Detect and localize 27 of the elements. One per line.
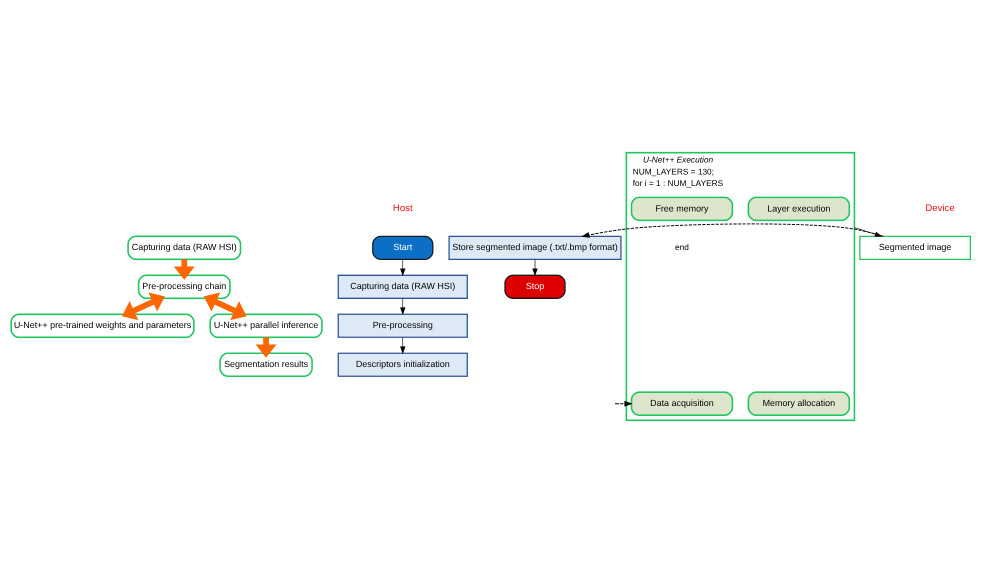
arrow [204, 292, 247, 320]
label: Host [392, 203, 413, 214]
node-box: Pre-processing chain [138, 274, 231, 300]
arrow [122, 292, 165, 320]
arrow [532, 259, 538, 276]
node-box: Free memory [630, 196, 734, 222]
label: Device [925, 203, 955, 214]
arrow [400, 259, 406, 276]
arrow [400, 298, 406, 316]
arrow [400, 337, 406, 354]
node-box: U-Net++ pre-trained weights and parameters [10, 314, 195, 338]
node-box: Segmented image [859, 236, 971, 260]
arrow [256, 337, 277, 358]
arrow [174, 259, 195, 280]
node-box: Capturing data (RAW HSI) [127, 236, 242, 260]
node-box: Segmentation results [219, 352, 313, 378]
node-box: Capturing data (RAW HSI) [338, 274, 468, 299]
node-box: Layer execution [748, 196, 850, 222]
arrow [615, 400, 633, 407]
node-box: Memory allocation [748, 391, 850, 416]
node-box: Descriptors initialization [338, 352, 468, 377]
node-box: Store segmented image (.txt/.bmp format) [448, 236, 622, 260]
node-box: Start [372, 236, 434, 260]
node-box: Data acquisition [630, 391, 734, 416]
node-box: Pre-processing [338, 314, 468, 338]
node-box: U-Net++ parallel inference [209, 314, 323, 338]
node-box: Stop [504, 274, 566, 299]
